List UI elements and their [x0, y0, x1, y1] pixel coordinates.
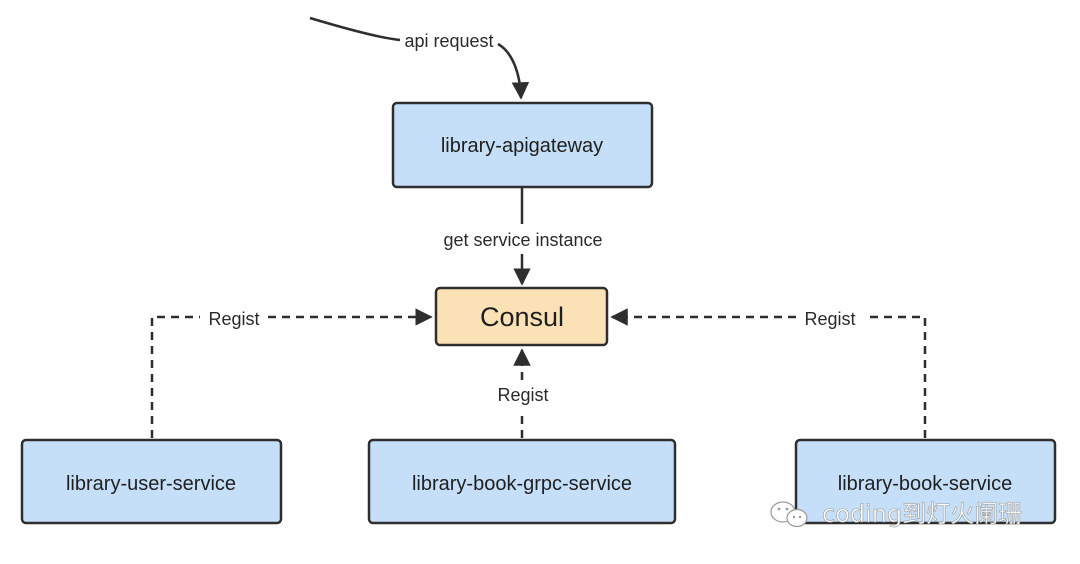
api-request-arrow: [309, 16, 401, 42]
gateway-node: library-apigateway: [391, 101, 654, 189]
wechat-icon: [770, 501, 808, 528]
get-instance-label: get service instance: [443, 230, 602, 250]
regist-middle-label: Regist: [497, 385, 548, 405]
book-service-node: library-book-service: [794, 438, 1057, 525]
regist-right-label: Regist: [804, 309, 855, 329]
regist-right-line: [866, 315, 927, 438]
api-request-label: api request: [404, 31, 493, 51]
book-service-label: library-book-service: [838, 473, 1013, 495]
consul-label: Consul: [480, 302, 564, 332]
gateway-label: library-apigateway: [441, 135, 603, 157]
book-grpc-service-node: library-book-grpc-service: [367, 438, 677, 525]
watermark-text: coding到灯火阑珊: [822, 500, 1022, 528]
book-grpc-service-label: library-book-grpc-service: [412, 473, 632, 495]
watermark: coding到灯火阑珊: [770, 500, 1023, 528]
regist-left-line: [150, 315, 200, 438]
api-request-arrow-tail: [497, 42, 530, 100]
user-service-label: library-user-service: [66, 473, 236, 495]
consul-node: Consul: [434, 286, 609, 347]
user-service-node: library-user-service: [20, 438, 283, 525]
regist-left-label: Regist: [208, 309, 259, 329]
